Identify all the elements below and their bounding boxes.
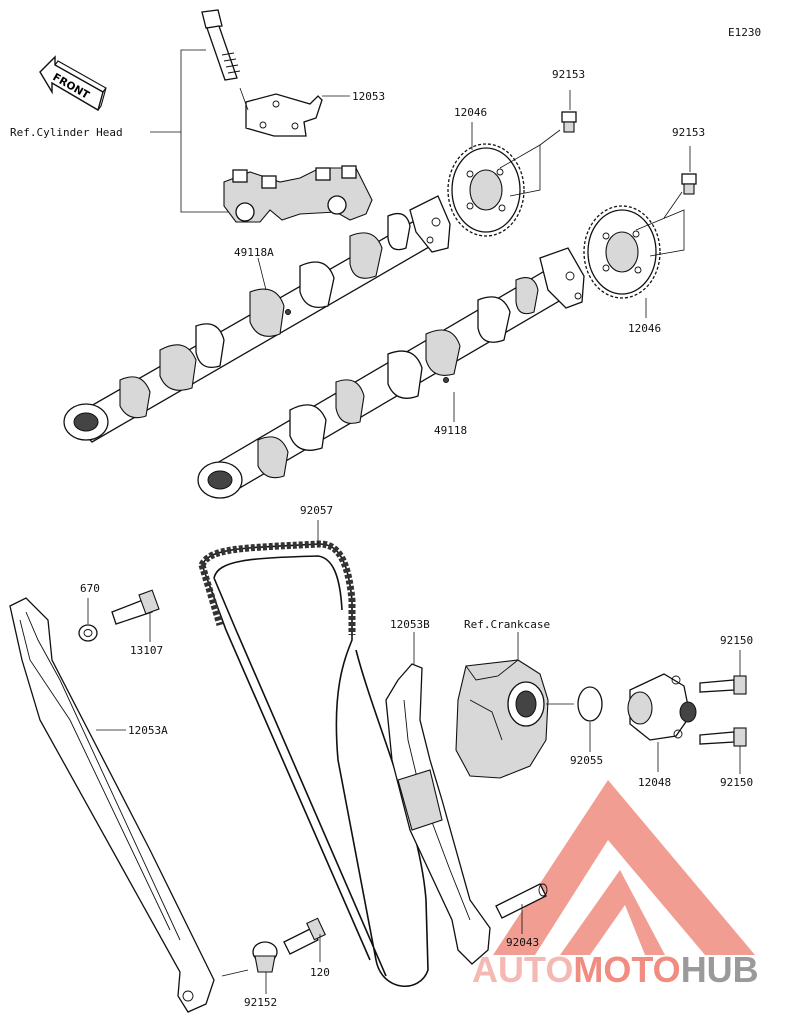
label-13107: 13107: [130, 644, 163, 657]
label-92153-upper: 92153: [552, 68, 585, 81]
leader-bolt-lower: [663, 191, 683, 219]
watermark-text-hub: HUB: [681, 949, 759, 990]
label-12046-lower: 12046: [628, 322, 661, 335]
bolt-92153-upper: [561, 111, 577, 133]
leader-sprocket-bolt-upper: [499, 144, 541, 197]
label-12053: 12053: [352, 90, 385, 103]
cam-chain-92057: [198, 540, 429, 987]
bolt-92153-lower: [681, 173, 697, 195]
leader-49118A: [257, 257, 267, 291]
tensioner-12048: [627, 673, 697, 741]
camshaft-49118A: [63, 195, 451, 443]
cylinder-head-bolt: [201, 9, 241, 81]
watermark-text: AUTOMOTOHUB: [472, 949, 759, 990]
label-92057: 92057: [300, 504, 333, 517]
bolt-120: [283, 917, 326, 955]
ref-cylinder-head-label: Ref.Cylinder Head: [10, 126, 123, 139]
label-92055: 92055: [570, 754, 603, 767]
label-12046-upper: 12046: [454, 106, 487, 119]
watermark-text-auto: AUTO: [472, 949, 573, 990]
ref-cylinder-head-leader: [150, 49, 228, 213]
label-12048: 12048: [638, 776, 671, 789]
label-49118: 49118: [434, 424, 467, 437]
collar-92152: [252, 941, 278, 973]
leader-bolt-upper: [539, 129, 561, 146]
diagram-code: E1230: [728, 26, 761, 39]
sprocket-12046-lower: [583, 205, 661, 299]
o-ring-92055: [577, 686, 603, 722]
label-92150-lower: 92150: [720, 776, 753, 789]
sprocket-12046-upper: [447, 143, 525, 237]
label-92043: 92043: [506, 936, 539, 949]
chain-guide-12053A: [9, 597, 215, 1013]
bolt-13107: [111, 589, 160, 625]
tensioner-guide-12053B: [385, 663, 491, 965]
label-12053B: 12053B: [390, 618, 430, 631]
ref-crankcase-label: Ref.Crankcase: [464, 618, 550, 631]
washer-670: [78, 624, 98, 642]
label-92152: 92152: [244, 996, 277, 1009]
bolt-92150-lower: [699, 727, 747, 747]
label-49118A: 49118A: [234, 246, 274, 259]
crankcase-ref: [455, 659, 549, 779]
pin-92043: [495, 883, 548, 919]
leader-bracket: [239, 87, 249, 111]
camshaft-49118: [197, 247, 585, 499]
label-120: 120: [310, 966, 330, 979]
label-670: 670: [80, 582, 100, 595]
front-arrow-icon: FRONT: [39, 55, 107, 112]
watermark-text-moto: MOTO: [573, 949, 680, 990]
bracket-12053: [245, 93, 323, 137]
leader-sprocket-bolt-lower: [635, 209, 685, 257]
label-92150-upper: 92150: [720, 634, 753, 647]
leader-collar-guide: [221, 969, 249, 977]
cam-cap-holder: [223, 165, 373, 223]
watermark-logo: [493, 780, 755, 955]
label-12053A: 12053A: [128, 724, 168, 737]
bolt-92150-upper: [699, 675, 747, 695]
label-92153-lower: 92153: [672, 126, 705, 139]
